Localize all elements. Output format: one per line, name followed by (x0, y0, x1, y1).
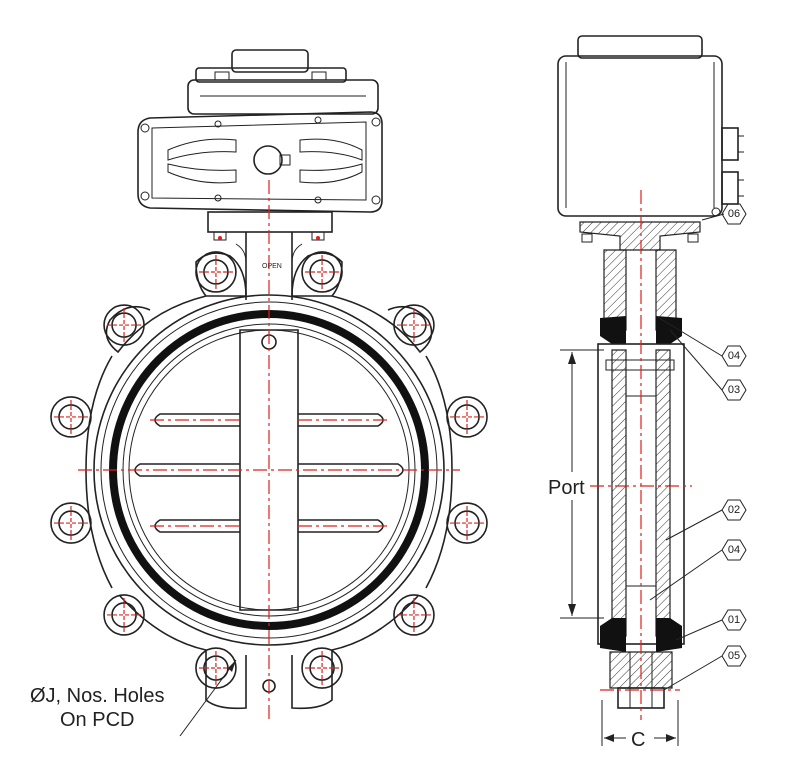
bolt-lug (103, 594, 145, 636)
bolt-lugs (50, 251, 488, 689)
part-tag-06: 06 (721, 203, 747, 225)
svg-text:02: 02 (728, 504, 740, 516)
part-tag-03: 03 (721, 379, 747, 401)
bolt-lug (393, 304, 435, 346)
actuator-side (557, 35, 744, 217)
part-tag-05: 05 (721, 645, 747, 667)
bolt-lug (393, 594, 435, 636)
bolt-lug (446, 502, 488, 544)
holes-callout-line2: On PCD (60, 709, 134, 731)
width-label: C (631, 729, 645, 751)
part-tag-04-bottom: 04 (721, 539, 747, 561)
part-tag-01: 01 (721, 609, 747, 631)
svg-text:04: 04 (728, 350, 740, 362)
actuator-front (137, 49, 383, 241)
bolt-lug (50, 396, 92, 438)
svg-text:01: 01 (728, 614, 740, 626)
port-label: Port (548, 477, 585, 499)
side-view: Port C 06 04 03 02 (548, 35, 747, 751)
part-tag-04-top: 04 (721, 345, 747, 367)
open-label: OPEN (262, 263, 282, 270)
svg-text:05: 05 (728, 650, 740, 662)
bolt-lug (301, 647, 343, 689)
part-tag-02: 02 (721, 499, 747, 521)
bolt-lug (446, 396, 488, 438)
front-view: OPEN (30, 49, 488, 737)
svg-text:03: 03 (728, 384, 740, 396)
bolt-lug (50, 502, 92, 544)
bolt-lug (103, 304, 145, 346)
bolt-lug (301, 251, 343, 293)
svg-text:06: 06 (728, 208, 740, 220)
bolt-lug (195, 251, 237, 293)
svg-text:04: 04 (728, 544, 740, 556)
holes-callout-line1: ØJ, Nos. Holes (30, 685, 164, 707)
